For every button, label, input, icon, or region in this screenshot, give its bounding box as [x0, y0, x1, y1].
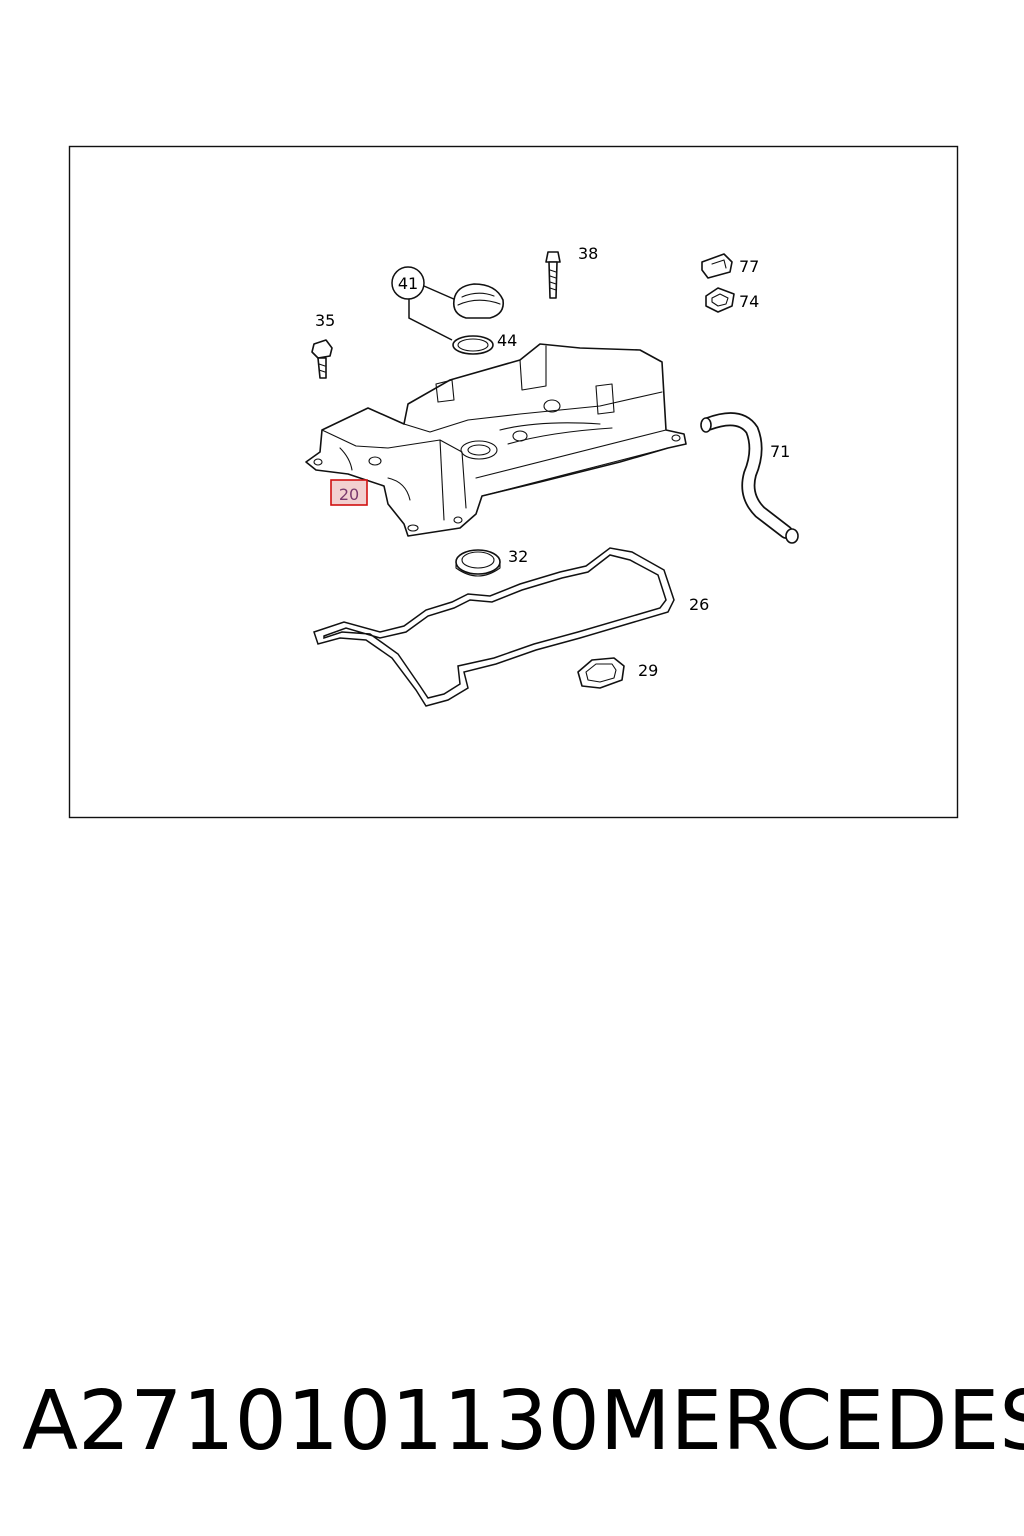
part-20-valve-cover[interactable]: [305, 343, 687, 537]
part-29-small-gasket[interactable]: [577, 657, 625, 689]
part-74-grommet[interactable]: [705, 287, 735, 313]
part-32-seal-ring[interactable]: [455, 549, 501, 577]
callout-26: 26: [689, 595, 709, 614]
diagram-frame: [68, 145, 959, 819]
brand-name: MERCEDES: [599, 1373, 1024, 1469]
part-number: A2710101130: [22, 1373, 600, 1469]
callout-20: 20: [339, 485, 359, 504]
callout-74: 74: [739, 292, 759, 311]
part-77-clip[interactable]: [701, 253, 733, 279]
caption: A2710101130 MERCEDES: [0, 1366, 1024, 1476]
part-38-bolt[interactable]: [545, 251, 561, 299]
part-44-o-ring[interactable]: [452, 335, 494, 355]
part-35-bolt[interactable]: [311, 339, 333, 379]
callout-71: 71: [770, 442, 790, 461]
callout-35: 35: [315, 311, 335, 330]
callout-32: 32: [508, 547, 528, 566]
callout-41: 41: [398, 274, 418, 293]
callout-20-highlight[interactable]: 20: [330, 479, 368, 506]
part-71-hose[interactable]: [700, 412, 799, 544]
part-26-gasket[interactable]: [313, 547, 675, 707]
parts-diagram: 41 38 77 74 35 44 71 20 32 26 29: [68, 145, 959, 819]
part-41-oil-cap[interactable]: [391, 266, 505, 341]
callout-38: 38: [578, 244, 598, 263]
callout-77: 77: [739, 257, 759, 276]
callout-29: 29: [638, 661, 658, 680]
callout-44: 44: [497, 331, 517, 350]
